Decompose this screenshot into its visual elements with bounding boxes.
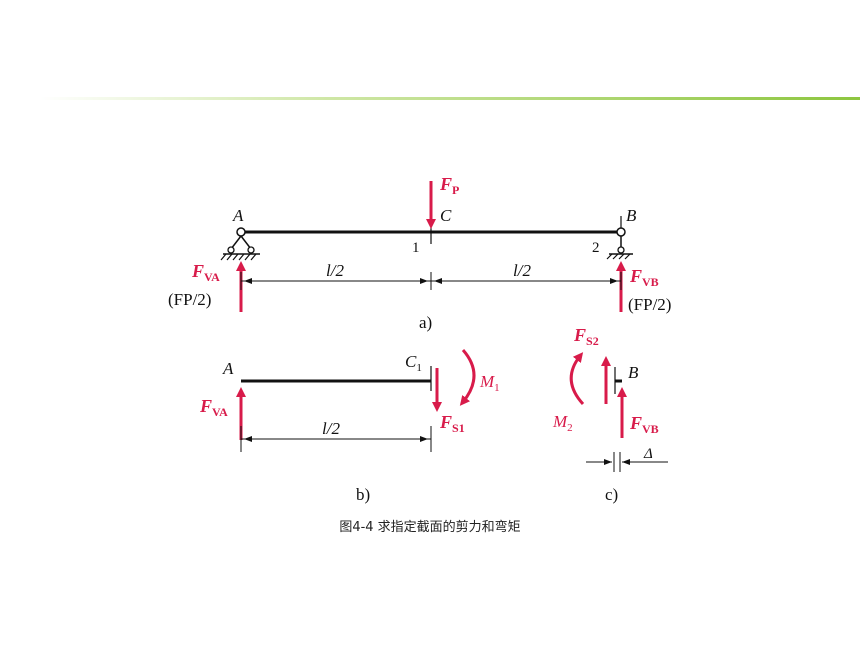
moment-m2-arrow	[569, 352, 585, 406]
reaction-c-label: FVB	[629, 413, 659, 436]
moment-m1-label: M1	[479, 372, 500, 394]
label-c: C	[440, 206, 452, 225]
section-1-label: 1	[412, 240, 420, 256]
figure-caption: 图4-4 求指定截面的剪力和弯矩	[339, 520, 521, 535]
panel-label-b: b)	[356, 485, 370, 504]
label-c1: C1	[405, 352, 422, 374]
shear-s1-label: FS1	[439, 412, 465, 435]
moment-m2-label: M2	[552, 412, 573, 434]
svg-text:Δ: Δ	[643, 446, 653, 462]
panel-label-c: c)	[605, 485, 618, 504]
label-b-c: B	[628, 363, 639, 382]
reaction-left-label: FVA	[191, 261, 220, 284]
delta-dimension: Δ	[586, 446, 668, 472]
reaction-right-label: FVB	[629, 266, 659, 289]
label-a-b: A	[222, 359, 234, 378]
figure-b: A C1 FVA FS1 M1 l/2 b)	[199, 349, 500, 504]
svg-text:l/2: l/2	[513, 261, 531, 280]
reaction-b-label: FVA	[199, 396, 228, 419]
moment-m1-arrow	[459, 349, 476, 406]
reaction-right-value: (FP/2)	[628, 295, 671, 314]
svg-text:l/2: l/2	[322, 419, 340, 438]
figure-a: FP A C B 1 2 FVA (FP/2) FVB (FP/2) l/2 l…	[168, 174, 671, 332]
dimension-b: l/2	[240, 419, 432, 452]
header-divider	[40, 97, 860, 100]
dimension-a: l/2 l/2	[240, 261, 622, 290]
label-b: B	[626, 206, 637, 225]
panel-label-a: a)	[419, 313, 432, 332]
pin-support-left	[220, 227, 260, 261]
point-load-label: FP	[439, 174, 459, 197]
section-2-label: 2	[592, 240, 600, 256]
shear-s2-label: FS2	[573, 325, 599, 348]
figure-c: B FS2 M2 FVB Δ c)	[552, 325, 668, 504]
svg-text:l/2: l/2	[326, 261, 344, 280]
reaction-left-value: (FP/2)	[168, 290, 211, 309]
label-a: A	[232, 206, 244, 225]
